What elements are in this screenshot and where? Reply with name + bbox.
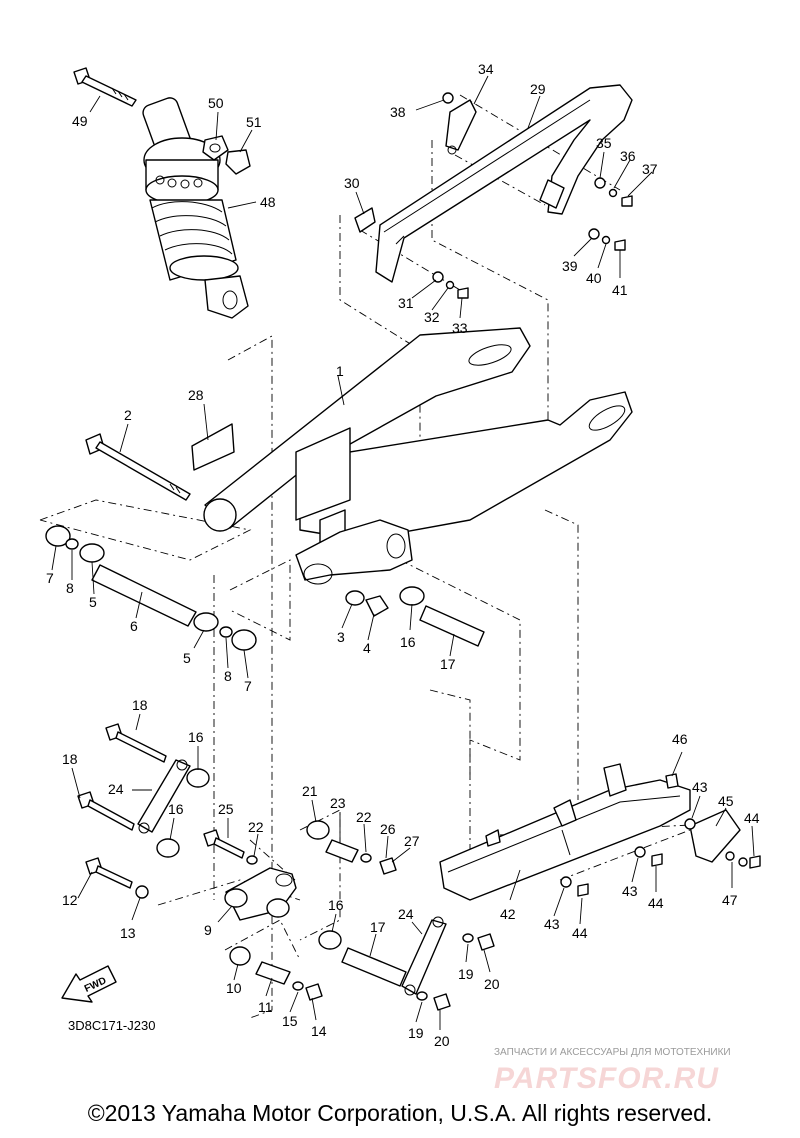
linkage-arm-24-left bbox=[137, 759, 191, 834]
callout-39: 39 bbox=[562, 258, 578, 274]
callout-7a: 7 bbox=[46, 570, 54, 586]
callout-15: 15 bbox=[282, 1013, 298, 1029]
callout-40: 40 bbox=[586, 270, 602, 286]
callout-14: 14 bbox=[311, 1023, 327, 1039]
callout-17b: 17 bbox=[370, 919, 386, 935]
callout-4: 4 bbox=[363, 640, 371, 656]
callout-32: 32 bbox=[424, 309, 440, 325]
callout-26: 26 bbox=[380, 821, 396, 837]
linkage-bolts-12-25 bbox=[85, 829, 258, 889]
callout-49: 49 bbox=[72, 113, 88, 129]
rear-shock-absorber bbox=[142, 97, 249, 319]
swingarm-decal-28 bbox=[191, 423, 235, 471]
callout-24b: 24 bbox=[398, 906, 414, 922]
callout-7b: 7 bbox=[244, 678, 252, 694]
callout-22a: 22 bbox=[248, 819, 264, 835]
copyright-notice: ©2013 Yamaha Motor Corporation, U.S.A. A… bbox=[87, 1100, 713, 1126]
diagram-code: 3D8C171-J230 bbox=[68, 1018, 155, 1033]
chain-guard-42 bbox=[439, 763, 691, 901]
watermark-tagline: ЗАПЧАСТИ И АКСЕССУАРЫ ДЛЯ МОТОТЕХНИКИ bbox=[494, 1047, 731, 1058]
callout-42: 42 bbox=[500, 906, 516, 922]
nut-51 bbox=[225, 149, 251, 175]
pivot-bearings bbox=[45, 525, 485, 651]
callout-50: 50 bbox=[208, 95, 224, 111]
callout-44b: 44 bbox=[648, 895, 664, 911]
callout-1: 1 bbox=[336, 363, 344, 379]
callout-48: 48 bbox=[260, 194, 276, 210]
swingarm-1 bbox=[203, 327, 633, 585]
callout-29: 29 bbox=[530, 81, 546, 97]
callout-43c: 43 bbox=[544, 916, 560, 932]
callout-23: 23 bbox=[330, 795, 346, 811]
callout-9: 9 bbox=[204, 922, 212, 938]
leader-lines bbox=[51, 75, 755, 1030]
callout-16b: 16 bbox=[188, 729, 204, 745]
callout-18b: 18 bbox=[62, 751, 78, 767]
callout-16d: 16 bbox=[328, 897, 344, 913]
callout-2: 2 bbox=[124, 407, 132, 423]
callout-16c: 16 bbox=[168, 801, 184, 817]
callout-8b: 8 bbox=[224, 668, 232, 684]
linkage-collars bbox=[135, 768, 407, 1001]
partsfor-watermark: ЗАПЧАСТИ И АКСЕССУАРЫ ДЛЯ МОТОТЕХНИКИ PA… bbox=[494, 1047, 731, 1095]
callout-19a: 19 bbox=[458, 966, 474, 982]
callout-24a: 24 bbox=[108, 781, 124, 797]
callout-44c: 44 bbox=[572, 925, 588, 941]
callout-11: 11 bbox=[258, 999, 273, 1015]
chain-guard-45 bbox=[689, 809, 741, 863]
callout-41: 41 bbox=[612, 282, 628, 298]
watermark-logo: PARTSFOR.RU bbox=[494, 1062, 719, 1095]
callout-33: 33 bbox=[452, 320, 468, 336]
callout-18a: 18 bbox=[132, 697, 148, 713]
chain-case-29 bbox=[354, 84, 633, 283]
callout-34: 34 bbox=[478, 61, 494, 77]
callout-10: 10 bbox=[226, 980, 242, 996]
nut-50 bbox=[202, 135, 229, 161]
callout-31: 31 bbox=[398, 295, 414, 311]
callout-8a: 8 bbox=[66, 580, 74, 596]
chain-case-bolts bbox=[432, 92, 633, 299]
callout-37: 37 bbox=[642, 161, 658, 177]
callout-43a: 43 bbox=[692, 779, 708, 795]
callout-44a: 44 bbox=[744, 810, 760, 826]
callout-20b: 20 bbox=[434, 1033, 450, 1049]
callout-20a: 20 bbox=[484, 976, 500, 992]
callout-27: 27 bbox=[404, 833, 420, 849]
callout-38: 38 bbox=[390, 104, 406, 120]
callout-13: 13 bbox=[120, 925, 136, 941]
linkage-arm-24-right bbox=[401, 916, 495, 1011]
callout-19b: 19 bbox=[408, 1025, 424, 1041]
callout-labels: 1 2 3 4 5 5 6 7 7 8 8 9 10 11 12 13 14 1… bbox=[46, 61, 760, 1049]
pivot-shaft-2 bbox=[85, 433, 191, 501]
callout-36: 36 bbox=[620, 148, 636, 164]
callout-6: 6 bbox=[130, 618, 138, 634]
callout-3: 3 bbox=[337, 629, 345, 645]
callout-28: 28 bbox=[188, 387, 204, 403]
callout-16a: 16 bbox=[400, 634, 416, 650]
callout-47: 47 bbox=[722, 892, 738, 908]
callout-51: 51 bbox=[246, 114, 262, 130]
shock-bolt-49 bbox=[73, 67, 137, 107]
callout-17a: 17 bbox=[440, 656, 456, 672]
callout-45: 45 bbox=[718, 793, 734, 809]
callout-21: 21 bbox=[302, 783, 318, 799]
chain-guard-bolts bbox=[560, 773, 761, 897]
callout-25: 25 bbox=[218, 801, 234, 817]
linkage-bolts-18 bbox=[77, 723, 167, 831]
callout-12: 12 bbox=[62, 892, 78, 908]
relay-arm-9 bbox=[224, 867, 297, 921]
callout-5b: 5 bbox=[183, 650, 191, 666]
callout-30: 30 bbox=[344, 175, 360, 191]
callout-43b: 43 bbox=[622, 883, 638, 899]
callout-22b: 22 bbox=[356, 809, 372, 825]
callout-5a: 5 bbox=[89, 594, 97, 610]
fwd-arrow: FWD bbox=[61, 965, 117, 1003]
callout-35: 35 bbox=[596, 135, 612, 151]
callout-46: 46 bbox=[672, 731, 688, 747]
